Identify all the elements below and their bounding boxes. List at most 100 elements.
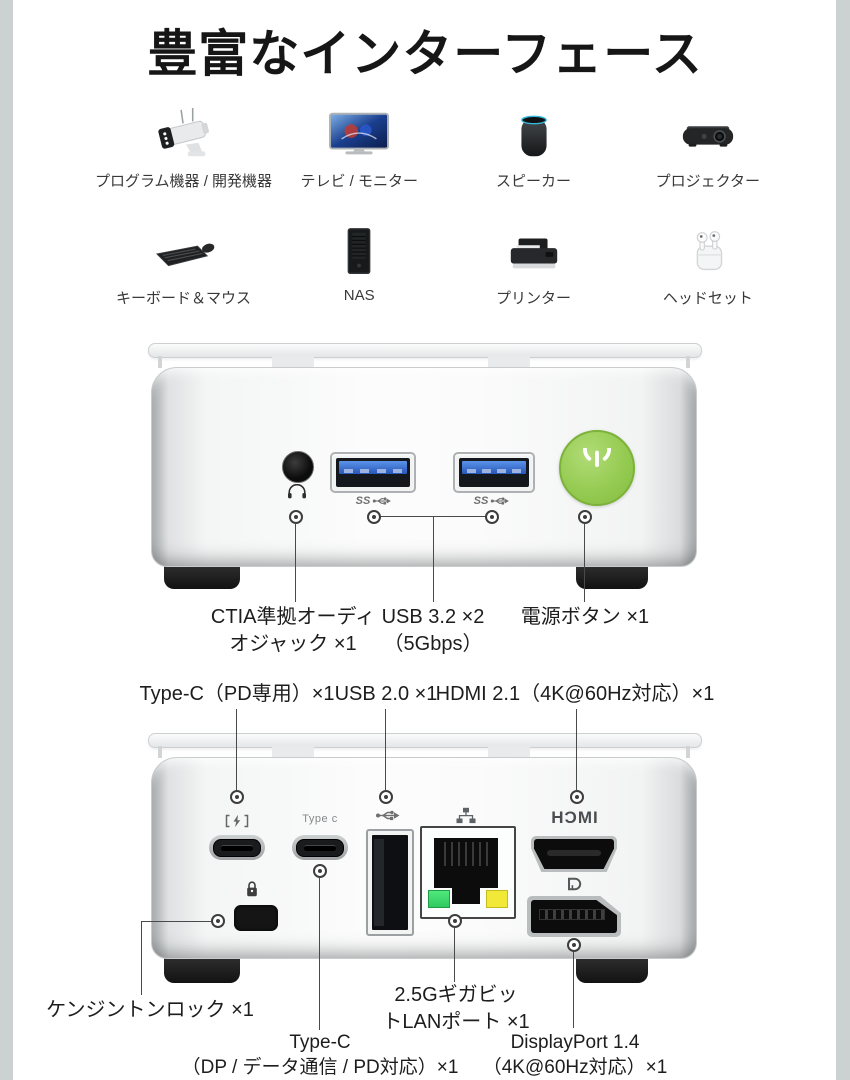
front-lid-pin [686,356,690,368]
kensington-label: ケンジントンロック ×1 [46,999,254,1021]
typec-pd-label: Type-C（PD専用）×1 [139,683,335,705]
lan-led-green [428,890,450,908]
device-label: プログラム機器 / 開発機器 [95,173,273,190]
callout-line [584,524,585,602]
front-left-foot [164,563,240,589]
callout-line [454,928,455,982]
usb20-label: USB 2.0 ×1 [334,683,438,705]
device-label: スピーカー [496,173,572,190]
callout-dot [448,914,462,928]
usb-trident-icon [375,809,401,822]
nas-icon [320,213,398,281]
printer-icon [495,213,573,281]
hdmi-logo: HƆMI [551,808,599,827]
callout-line [576,709,577,790]
usb-a-20-port [366,829,414,936]
hdmi-port [531,836,617,872]
front-lid-pin [158,356,162,368]
device-cell: プリンター [446,213,620,308]
power-button [559,430,635,506]
smart-speaker-icon [495,96,573,164]
callout-dot [367,510,381,524]
device-cell: NAS [272,213,446,308]
usb32-label: USB 3.2 ×2 （5Gbps） [381,606,485,655]
callout-dot [485,510,499,524]
device-label: ヘッドセット [662,290,753,307]
audio-jack-label: CTIA準拠オーディ オジャック ×1 [210,606,376,655]
superspeed-usb-logo: SS [352,494,396,508]
lock-icon [245,880,259,898]
device-cell: プロジェクター [621,96,795,191]
usb-a-port-2 [453,452,535,493]
displayport-logo-icon [566,876,582,892]
callout-dot [379,790,393,804]
lan-port [420,826,516,919]
device-cell: プログラム機器 / 開発機器 [95,96,272,191]
callout-dot [578,510,592,524]
front-lid-tab [272,356,314,368]
usb-trident-icon [373,497,392,505]
callout-line [236,709,237,790]
kensington-lock-slot [234,905,278,931]
keyboard-mouse-icon [145,213,223,281]
callout-line [433,517,434,602]
tv-monitor-icon [320,96,398,164]
rear-lid-pin [158,746,162,758]
power-icon [583,448,611,467]
callout-dot [567,938,581,952]
typec-mark: Type c [302,813,338,825]
right-edge-strip [836,0,850,1080]
device-label: プリンター [496,290,572,307]
connected-devices-grid: プログラム機器 / 開発機器 テレビ / モニター [95,96,795,308]
callout-line [374,516,492,517]
callout-line [573,952,574,1028]
callout-dot [570,790,584,804]
callout-line [141,921,211,922]
hdmi-label: HDMI 2.1（4K@60Hz対応）×1 [435,683,715,705]
device-label: プロジェクター [655,173,761,190]
displayport-label: DisplayPort 1.4 （4K@60Hz対応）×1 [482,1032,668,1078]
callout-line [385,709,386,790]
front-lid [148,343,702,358]
device-cell: テレビ / モニター [272,96,446,191]
device-label: キーボード＆マウス [116,290,252,307]
usb-trident-icon [491,497,510,505]
device-label: テレビ / モニター [300,173,418,190]
headphone-icon [287,484,307,499]
page-title: 豊富なインターフェース [147,26,703,82]
callout-dot [211,914,225,928]
projector-icon [669,96,747,164]
ethernet-icon [455,807,477,824]
superspeed-usb-logo: SS [470,494,514,508]
device-cell: ヘッドセット [621,213,795,308]
displayport-port [527,896,621,937]
rear-lid [148,733,702,748]
callout-line [141,921,142,995]
callout-line [319,878,320,1030]
rear-lid-tab [488,746,530,758]
usb-a-port-1 [330,452,416,493]
security-camera-icon [145,96,223,164]
device-cell: スピーカー [446,96,620,191]
device-cell: キーボード＆マウス [95,213,272,308]
left-edge-strip [0,0,13,1080]
device-label: NAS [343,287,375,304]
callout-dot [313,864,327,878]
headset-icon [669,213,747,281]
usb-c-pd-port [209,835,265,860]
usb-c-dp-port [292,835,348,860]
power-button-label: 電源ボタン ×1 [520,606,650,628]
rear-left-foot [164,955,240,983]
callout-dot [230,790,244,804]
rear-lid-tab [272,746,314,758]
lan-label: 2.5Gギガビッ トLANポート ×1 [382,984,530,1033]
typec-dp-label: Type-C （DP / データ通信 / PD対応）×1 [181,1032,459,1078]
callout-line [295,524,296,602]
pd-battery-icon [224,814,250,828]
rear-right-foot [576,955,648,983]
audio-jack-port [282,451,314,483]
callout-dot [289,510,303,524]
lan-led-yellow [486,890,508,908]
front-lid-tab [488,356,530,368]
